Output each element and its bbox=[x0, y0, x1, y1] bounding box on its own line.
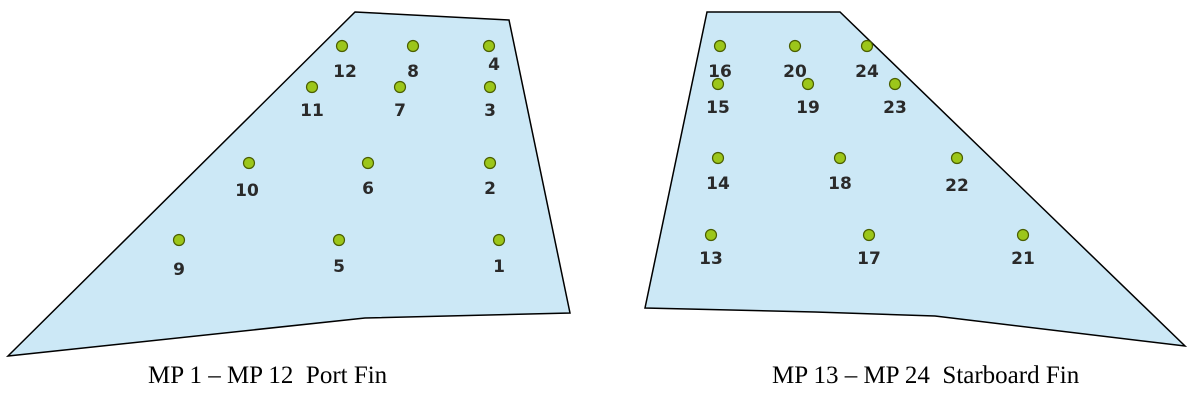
measurement-point-label-8: 8 bbox=[407, 62, 419, 82]
measurement-point-22 bbox=[950, 151, 964, 165]
measurement-point-label-13: 13 bbox=[699, 249, 723, 269]
measurement-point-15 bbox=[711, 77, 725, 91]
port-fin-shape bbox=[5, 11, 571, 357]
measurement-point-21 bbox=[1016, 228, 1030, 242]
measurement-point-24 bbox=[860, 39, 874, 53]
measurement-point-10 bbox=[242, 156, 256, 170]
measurement-point-label-10: 10 bbox=[235, 181, 259, 201]
measurement-point-13 bbox=[704, 228, 718, 242]
measurement-point-6 bbox=[361, 156, 375, 170]
measurement-point-label-6: 6 bbox=[362, 179, 374, 199]
starboard-fin-caption: MP 13 – MP 24 Starboard Fin bbox=[772, 362, 1080, 389]
measurement-point-11 bbox=[305, 80, 319, 94]
measurement-point-12 bbox=[335, 39, 349, 53]
measurement-point-label-1: 1 bbox=[493, 257, 505, 277]
measurement-point-label-7: 7 bbox=[394, 101, 406, 121]
measurement-point-label-12: 12 bbox=[333, 62, 357, 82]
measurement-point-label-19: 19 bbox=[796, 98, 820, 118]
port-fin-caption: MP 1 – MP 12 Port Fin bbox=[148, 362, 388, 389]
starboard-fin-shape bbox=[644, 11, 1188, 348]
measurement-point-label-24: 24 bbox=[855, 62, 879, 82]
measurement-point-3 bbox=[483, 80, 497, 94]
measurement-point-label-3: 3 bbox=[484, 101, 496, 121]
measurement-point-9 bbox=[172, 233, 186, 247]
measurement-point-20 bbox=[788, 39, 802, 53]
measurement-point-2 bbox=[483, 156, 497, 170]
measurement-point-label-14: 14 bbox=[706, 174, 730, 194]
measurement-point-label-2: 2 bbox=[484, 179, 496, 199]
measurement-point-label-21: 21 bbox=[1011, 249, 1035, 269]
measurement-point-17 bbox=[862, 228, 876, 242]
measurement-point-label-18: 18 bbox=[828, 174, 852, 194]
measurement-point-label-5: 5 bbox=[333, 257, 345, 277]
measurement-point-label-15: 15 bbox=[706, 98, 730, 118]
measurement-point-label-9: 9 bbox=[173, 260, 185, 280]
measurement-point-label-22: 22 bbox=[945, 176, 969, 196]
measurement-point-label-11: 11 bbox=[300, 101, 324, 121]
measurement-point-1 bbox=[492, 233, 506, 247]
measurement-point-14 bbox=[711, 151, 725, 165]
measurement-point-19 bbox=[801, 77, 815, 91]
measurement-point-23 bbox=[888, 77, 902, 91]
measurement-point-5 bbox=[332, 233, 346, 247]
measurement-point-7 bbox=[393, 80, 407, 94]
measurement-point-8 bbox=[406, 39, 420, 53]
measurement-point-4 bbox=[482, 39, 496, 53]
measurement-point-label-16: 16 bbox=[708, 62, 732, 82]
measurement-point-16 bbox=[713, 39, 727, 53]
measurement-point-label-23: 23 bbox=[883, 98, 907, 118]
measurement-point-label-4: 4 bbox=[488, 55, 500, 75]
measurement-point-label-20: 20 bbox=[783, 62, 807, 82]
measurement-point-label-17: 17 bbox=[857, 249, 881, 269]
measurement-point-18 bbox=[833, 151, 847, 165]
